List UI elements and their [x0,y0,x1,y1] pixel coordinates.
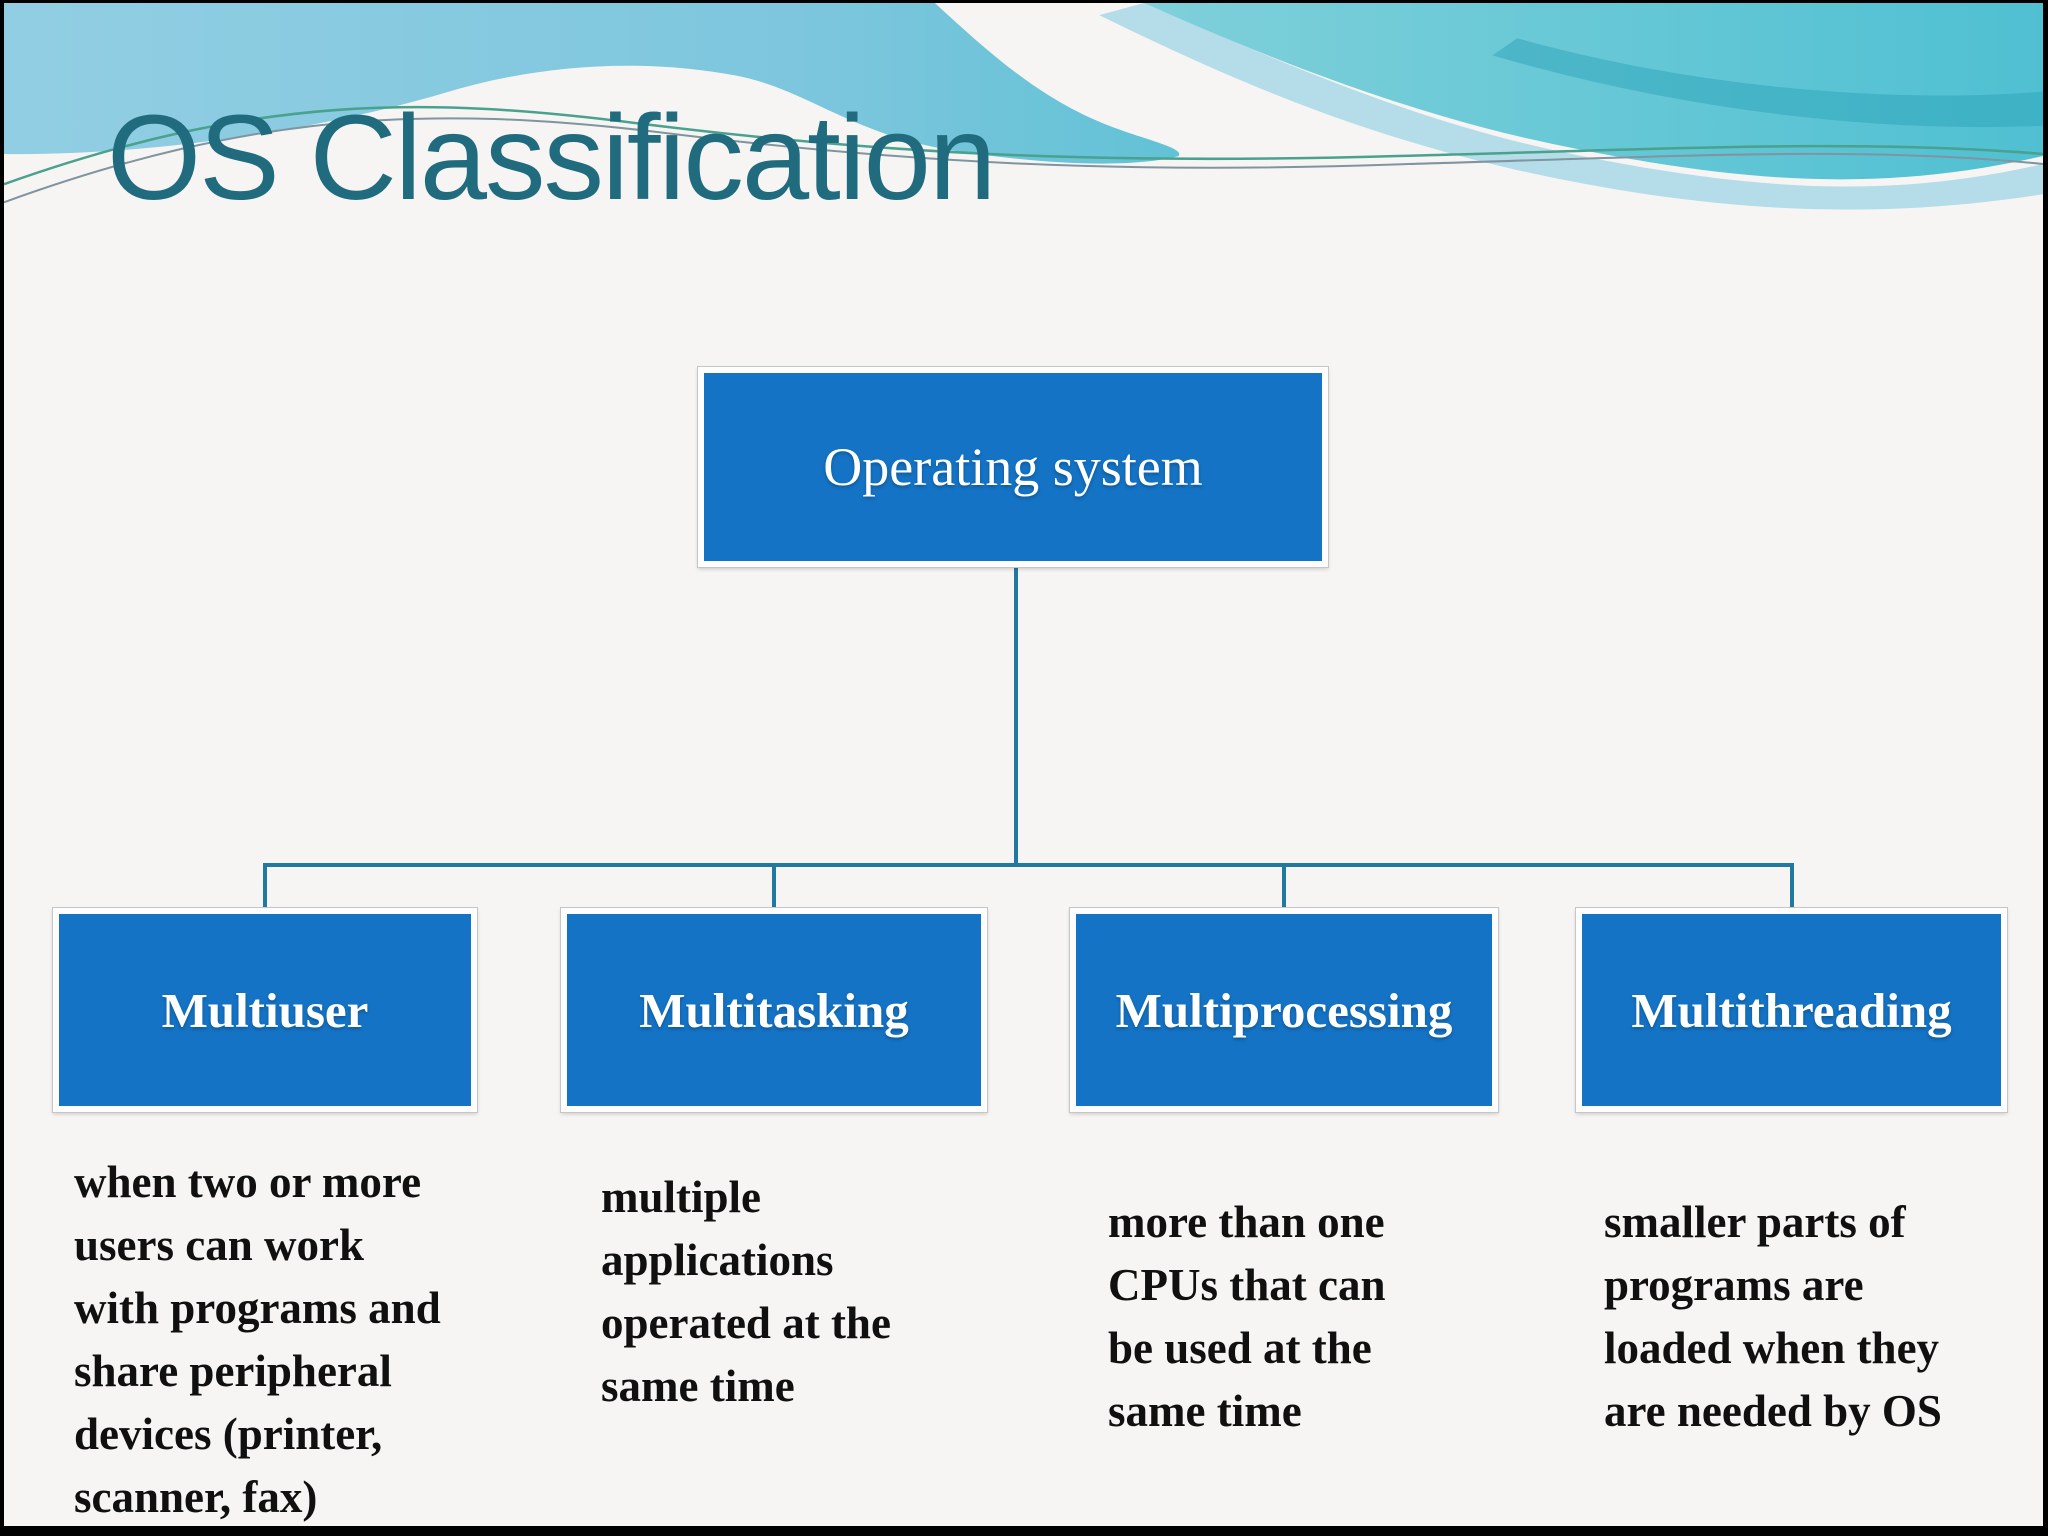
diagram-node-multithreading: Multithreading [1575,907,2008,1113]
diagram-node-multitasking: Multitasking [560,907,988,1113]
diagram-node-multiuser: Multiuser [52,907,478,1113]
connector-drop-multithreading [1790,863,1794,910]
wave-right-stripe [1492,38,2043,128]
diagram-node-operating-system: Operating system [697,366,1329,568]
decorative-curve-green [4,105,2043,186]
wave-right-band [1143,3,2043,180]
decorative-curve-gray [4,117,2043,204]
diagram-node-label: Multitasking [639,982,909,1038]
wave-right-underlayer [1099,3,2043,210]
description-multithreading: smaller parts of programs are loaded whe… [1604,1197,1942,1436]
slide-title: OS Classification [107,89,996,225]
wave-left-band [4,3,1180,164]
connector-horizontal [263,863,1794,867]
diagram-node-label: Multithreading [1631,982,1952,1038]
connector-drop-multitasking [772,863,776,910]
header-wave-decoration [4,3,2043,210]
diagram-node-label: Operating system [823,437,1203,497]
connector-drop-multiuser [263,863,267,910]
description-multiprocessing: more than one CPUs that can be used at t… [1108,1197,1386,1436]
diagram-node-multiprocessing: Multiprocessing [1069,907,1499,1113]
diagram-node-label: Multiprocessing [1115,982,1453,1038]
description-multiuser: when two or more users can work with pro… [74,1157,441,1522]
connector-root-vertical [1014,567,1018,865]
diagram-node-label: Multiuser [161,982,369,1038]
connector-drop-multiprocessing [1282,863,1286,910]
description-multitasking: multiple applications operated at the sa… [601,1172,891,1411]
